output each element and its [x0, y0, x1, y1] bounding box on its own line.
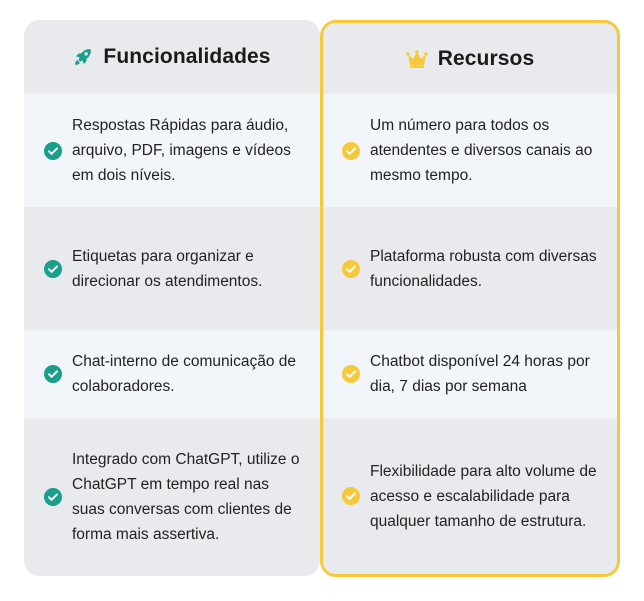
features-header: Funcionalidades — [24, 20, 320, 94]
resource-text: Plataforma robusta com diversas funciona… — [370, 247, 597, 290]
check-circle-icon — [342, 365, 360, 383]
check-circle-icon — [342, 487, 360, 505]
check-circle-icon — [44, 141, 62, 160]
check-circle-icon — [44, 488, 62, 506]
feature-row: Etiquetas para organizar e direcionar os… — [24, 207, 320, 330]
crown-icon — [405, 49, 428, 68]
check-circle-icon — [342, 141, 360, 160]
resources-column: Recursos Um número para todos os atenden… — [320, 20, 620, 577]
feature-row: Respostas Rápidas para áudio, arquivo, P… — [24, 94, 320, 207]
feature-text: Respostas Rápidas para áudio, arquivo, P… — [72, 117, 291, 184]
resources-title: Recursos — [437, 46, 535, 70]
check-circle-icon — [44, 365, 62, 383]
resource-row: Um número para todos os atendentes e div… — [323, 94, 617, 207]
resource-row: Flexibilidade para alto volume de acesso… — [323, 418, 617, 574]
rocket-icon — [73, 47, 93, 67]
resource-text: Um número para todos os atendentes e div… — [370, 117, 593, 184]
feature-text: Integrado com ChatGPT, utilize o ChatGPT… — [72, 451, 300, 543]
resource-row: Chatbot disponível 24 horas por dia, 7 d… — [323, 330, 617, 418]
resource-text: Chatbot disponível 24 horas por dia, 7 d… — [370, 353, 590, 395]
features-column: Funcionalidades Respostas Rápidas para á… — [24, 20, 320, 576]
resources-header: Recursos — [323, 23, 617, 94]
feature-row: Chat-interno de comunicação de colaborad… — [24, 330, 320, 418]
feature-text: Etiquetas para organizar e direcionar os… — [72, 247, 263, 290]
feature-text: Chat-interno de comunicação de colaborad… — [72, 353, 297, 395]
resource-text: Flexibilidade para alto volume de acesso… — [370, 462, 597, 530]
check-circle-icon — [44, 259, 62, 278]
check-circle-icon — [342, 259, 360, 278]
features-title: Funcionalidades — [103, 45, 271, 68]
resource-row: Plataforma robusta com diversas funciona… — [323, 207, 617, 330]
feature-row: Integrado com ChatGPT, utilize o ChatGPT… — [24, 418, 320, 576]
